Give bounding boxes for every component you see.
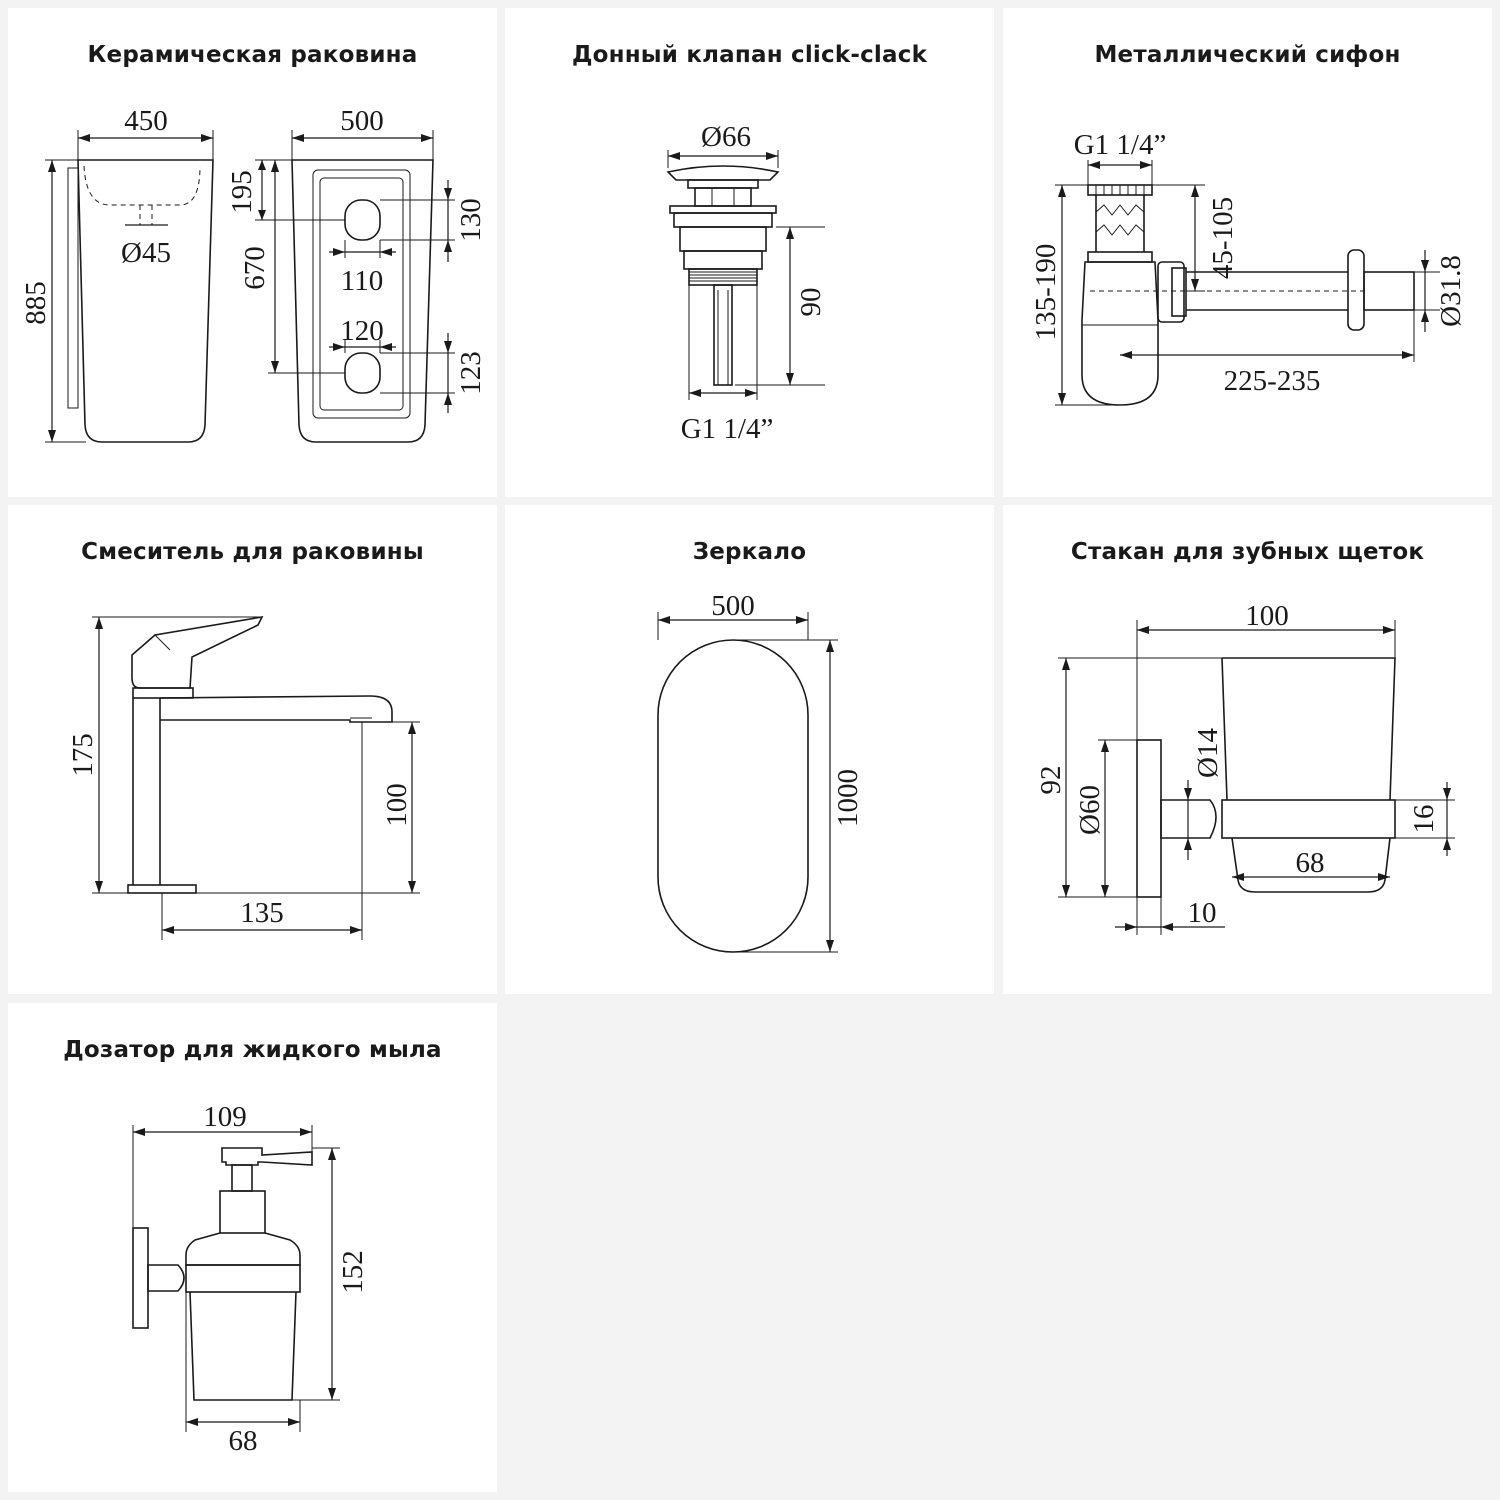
panel-title: Металлический сифон — [1094, 42, 1401, 68]
siphon-bowl — [1081, 261, 1159, 406]
cup-drawing: 100 92 Ø60 Ø14 16 68 10 — [1035, 600, 1455, 935]
panel-title: Смеситель для раковины — [81, 539, 424, 565]
siphon-wall-flange — [1347, 249, 1365, 331]
dim-spout-height: 100 — [381, 783, 413, 827]
dim-width: 100 — [1245, 600, 1289, 632]
panel-title: Керамическая раковина — [87, 42, 418, 68]
dim-length: 225-235 — [1224, 365, 1321, 397]
dim-thread: G1 1/4” — [681, 413, 774, 445]
panel-title: Зеркало — [692, 539, 807, 565]
dispenser-pump-head — [221, 1147, 313, 1166]
panel-drain-valve: Донный клапан click-clack Ø66 G1 1/4” — [505, 8, 994, 497]
panel-mirror: Зеркало 500 1000 — [505, 505, 994, 994]
dim-height: 90 — [795, 288, 827, 317]
mixer-spout — [159, 695, 393, 723]
dim-120: 120 — [340, 315, 384, 347]
dim-ring-height: 16 — [1408, 805, 1440, 834]
mixer-handle — [131, 615, 264, 689]
dim-drain: Ø45 — [121, 237, 171, 269]
mirror-drawing: 500 1000 — [657, 590, 864, 953]
dim-195: 195 — [226, 170, 258, 214]
dim-thread: G1 1/4” — [1074, 129, 1167, 161]
cup-ring — [1221, 799, 1396, 839]
dim-height: 92 — [1035, 766, 1067, 795]
dim-width-front: 500 — [340, 105, 384, 137]
dim-gap: 10 — [1188, 897, 1217, 929]
dim-total-height: 135-190 — [1030, 244, 1062, 341]
dispenser-drawing: 109 152 68 — [132, 1101, 369, 1457]
valve-stem — [713, 284, 733, 386]
dim-130: 130 — [455, 198, 487, 242]
sink-wall-bracket — [67, 167, 79, 409]
dim-cup-width: 68 — [1296, 847, 1325, 879]
mixer-drawing: 175 100 135 — [67, 615, 420, 940]
dim-plate-diameter: Ø60 — [1074, 785, 1106, 835]
sink-front-body — [291, 159, 434, 443]
panel-ceramic-sink: Керамическая раковина Ø45 450 885 5 — [8, 8, 497, 497]
dim-height: 885 — [20, 281, 52, 325]
dim-width: 109 — [203, 1101, 247, 1133]
cup-glass — [1221, 657, 1396, 801]
dim-670: 670 — [239, 246, 271, 290]
panel-metal-siphon: Металлический сифон G1 1/4” — [1003, 8, 1492, 497]
dim-110: 110 — [341, 265, 383, 297]
dispenser-body — [189, 1291, 297, 1401]
valve-cap — [666, 165, 780, 181]
dim-rod-diameter: Ø14 — [1192, 728, 1224, 778]
dispenser-ring — [185, 1264, 301, 1293]
valve-drawing: Ø66 G1 1/4” 90 — [666, 121, 827, 445]
panel-title: Дозатор для жидкого мыла — [63, 1037, 442, 1063]
dim-reach: 135 — [240, 897, 284, 929]
panel-faucet: Смеситель для раковины 175 100 135 — [8, 505, 497, 994]
dim-123: 123 — [455, 351, 487, 395]
sink-side-body — [77, 159, 214, 443]
sink-drawing: Ø45 450 885 500 195 670 — [20, 105, 487, 443]
upper-hole — [344, 199, 381, 241]
dim-width: 500 — [711, 590, 755, 622]
dim-height: 175 — [67, 733, 99, 777]
valve-thread — [688, 268, 758, 286]
dim-width-side: 450 — [124, 105, 168, 137]
panel-title: Стакан для зубных щеток — [1070, 539, 1425, 565]
panel-title: Донный клапан click-clack — [571, 42, 928, 68]
mirror-shape — [657, 639, 809, 953]
siphon-drawing: G1 1/4” Ø31.8 — [1030, 129, 1467, 406]
dim-diameter: Ø66 — [701, 121, 751, 153]
dim-height: 1000 — [832, 769, 864, 827]
cup-wall-plate — [1136, 739, 1162, 898]
dim-diameter: Ø31.8 — [1435, 255, 1467, 327]
lower-hole — [344, 352, 381, 394]
mixer-base — [127, 884, 197, 894]
dispenser-wall-plate — [132, 1227, 149, 1329]
dim-height: 152 — [337, 1250, 369, 1294]
dim-body-width: 68 — [229, 1425, 258, 1457]
panel-toothbrush-cup: Стакан для зубных щеток 100 92 Ø60 Ø14 — [1003, 505, 1492, 994]
panel-soap-dispenser: Дозатор для жидкого мыла 109 152 68 — [8, 1003, 497, 1492]
dim-outlet-height: 45-105 — [1207, 197, 1239, 279]
